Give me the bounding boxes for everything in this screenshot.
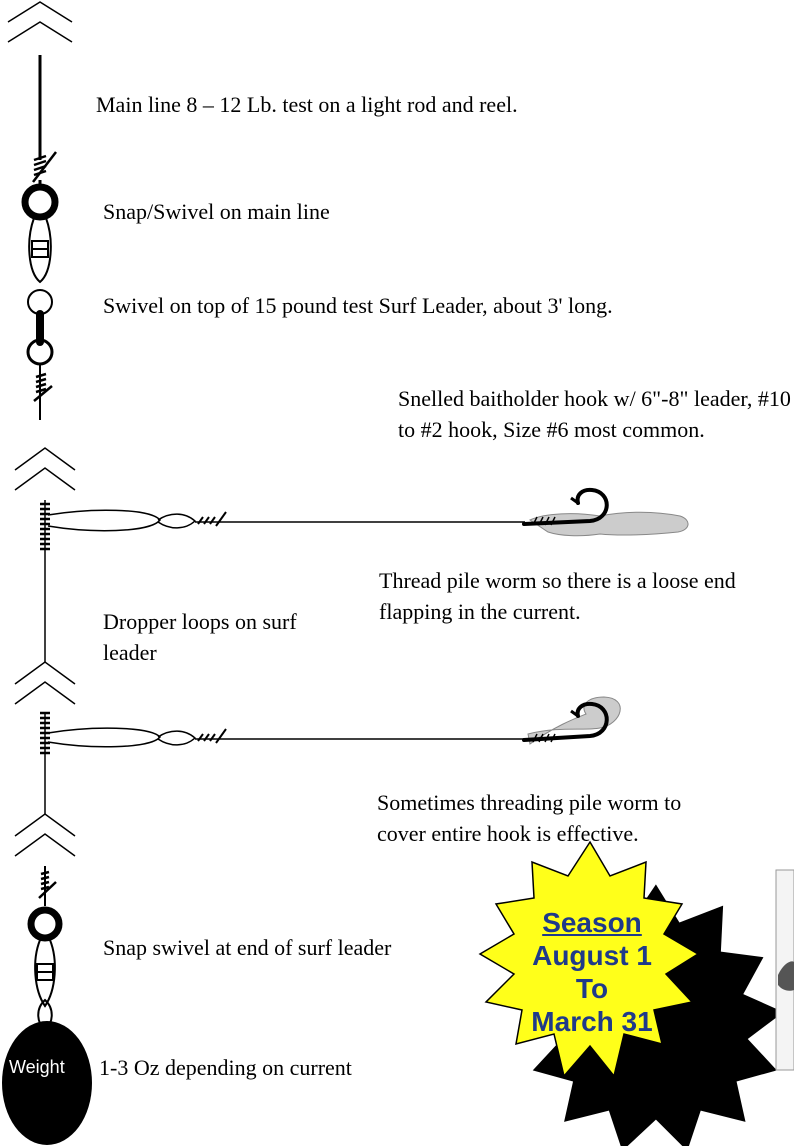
season-text: Season August 1 To March 31 (500, 906, 684, 1038)
weight-desc-label: 1-3 Oz depending on current (99, 1055, 352, 1080)
main-line-label: Main line 8 – 12 Lb. test on a light rod… (96, 92, 518, 117)
barrel-swivel-icon (26, 289, 54, 366)
fish-photo-fragment (775, 869, 794, 1071)
season-starburst (478, 840, 700, 1078)
snelled-hook-label: Snelled baitholder hook w/ 6"-8" leader,… (398, 386, 791, 442)
break-symbol-top (7, 1, 73, 43)
break-symbol-2 (14, 447, 76, 491)
season-to: To (575, 973, 609, 1004)
season-start: August 1 (532, 940, 652, 971)
season-title: Season (542, 907, 642, 938)
snap-swivel-main-label: Snap/Swivel on main line (103, 199, 330, 224)
season-end: March 31 (531, 1006, 653, 1037)
bottom-knot-icon (38, 866, 57, 906)
snap-swivel-end-label: Snap swivel at end of surf leader (103, 935, 392, 960)
break-symbol-3 (14, 661, 76, 705)
hook-1-icon (522, 487, 689, 537)
sinker-weight-icon (2, 1021, 92, 1145)
dropper-loop-1 (40, 502, 525, 551)
thread-worm-label: Thread pile worm so there is a loose end… (379, 568, 736, 624)
swivel-icon (21, 180, 59, 221)
cover-hook-label: Sometimes threading pile worm to cover e… (377, 790, 682, 846)
weight-tag: Weight (9, 1057, 65, 1077)
hook-2-icon (522, 696, 621, 745)
snap-icon (28, 217, 52, 284)
bottom-swivel-icon (27, 906, 63, 942)
swivel-top-label: Swivel on top of 15 pound test Surf Lead… (103, 293, 613, 318)
break-symbol-4 (14, 813, 76, 857)
bottom-snap-icon (34, 939, 56, 1032)
dropper-loops-label: Dropper loops on surf leader (103, 609, 297, 665)
dropper-loop-2 (40, 711, 525, 755)
leader-knot-icon (33, 364, 53, 420)
knot-wrap-icon (32, 151, 57, 183)
